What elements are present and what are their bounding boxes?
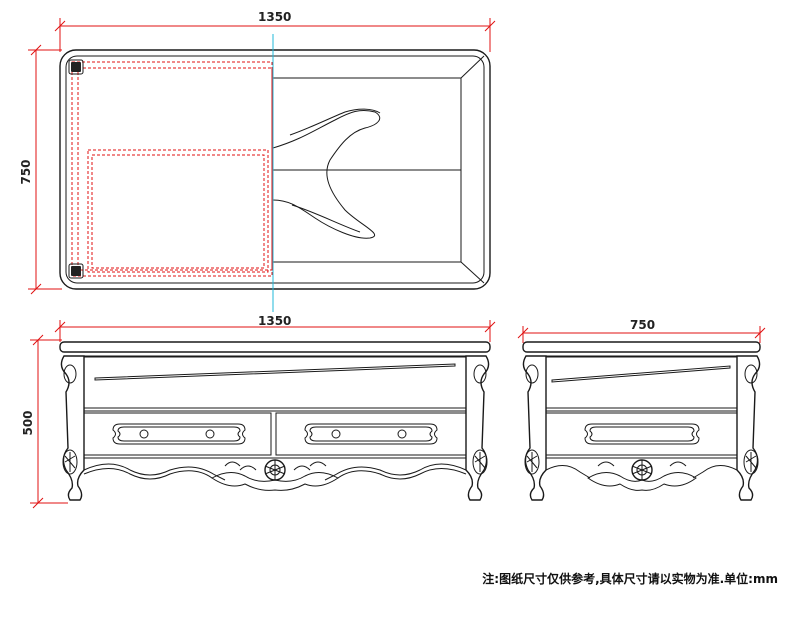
top-width-label: 1350 <box>258 10 291 24</box>
front-height-label: 500 <box>21 410 35 435</box>
front-height-dimension: 500 <box>21 334 68 509</box>
front-carving <box>211 472 339 491</box>
table-top-outline <box>59 49 491 290</box>
front-drawer-right <box>275 412 467 456</box>
top-view: 1350 750 <box>19 10 496 312</box>
top-width-dimension: 1350 <box>54 10 496 52</box>
disclaimer-note: 注:图纸尺寸仅供参考,具体尺寸请以实物为准.单位:mm <box>482 572 778 586</box>
side-width-dimension: 750 <box>517 318 766 343</box>
inlay-motif <box>272 109 381 239</box>
side-carving <box>587 472 697 491</box>
top-depth-dimension: 750 <box>19 44 62 295</box>
front-width-dimension: 1350 <box>54 314 496 342</box>
side-width-label: 750 <box>630 318 655 332</box>
front-view: 1350 500 <box>21 314 496 509</box>
side-drawer <box>545 412 738 456</box>
front-width-label: 1350 <box>258 314 291 328</box>
top-depth-label: 750 <box>19 159 33 184</box>
side-view: 750 <box>517 318 766 501</box>
